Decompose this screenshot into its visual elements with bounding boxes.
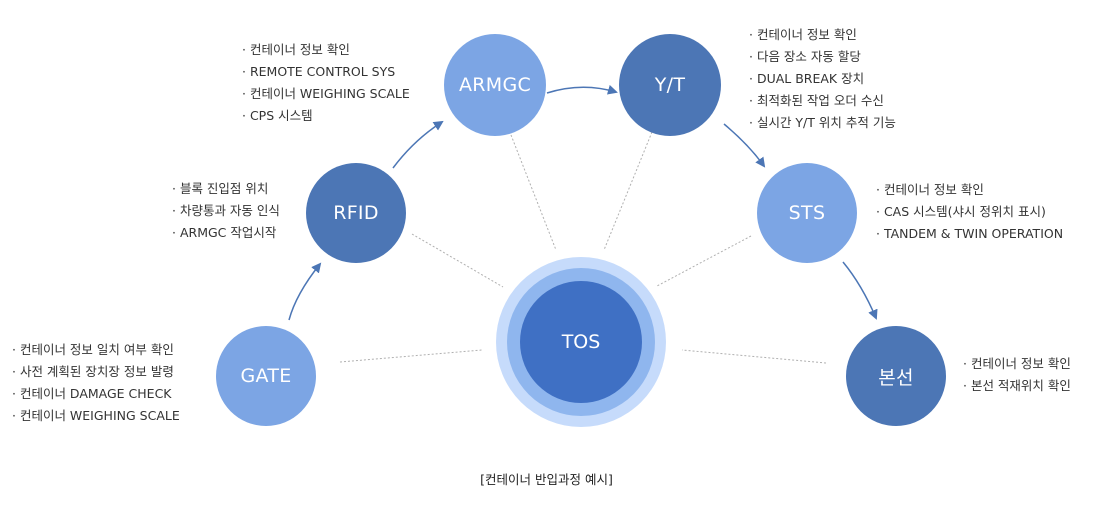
spoke-yt-tos bbox=[603, 131, 653, 251]
arrow-yt-sts bbox=[723, 123, 766, 168]
list-item: 다음 장소 자동 할당 bbox=[749, 46, 896, 68]
list-item: 컨테이너 DAMAGE CHECK bbox=[12, 383, 180, 405]
arrow-armgc-yt bbox=[546, 84, 618, 95]
sts-details: 컨테이너 정보 확인 CAS 시스템(샤시 정위치 표시) TANDEM & T… bbox=[876, 179, 1063, 245]
list-item: 컨테이너 정보 확인 bbox=[749, 24, 896, 46]
list-item: CPS 시스템 bbox=[242, 105, 410, 127]
node-tos-label: TOS bbox=[561, 331, 601, 353]
armgc-details: 컨테이너 정보 확인 REMOTE CONTROL SYS 컨테이너 WEIGH… bbox=[242, 39, 410, 127]
node-rfid-label: RFID bbox=[333, 202, 379, 224]
list-item: 본선 적재위치 확인 bbox=[963, 375, 1071, 397]
list-item: 컨테이너 정보 확인 bbox=[242, 39, 410, 61]
spoke-armgc-tos bbox=[510, 134, 557, 251]
node-armgc-label: ARMGC bbox=[458, 74, 532, 96]
list-item: 블록 진입점 위치 bbox=[172, 178, 280, 200]
spoke-gate-tos bbox=[339, 349, 483, 363]
list-item: ARMGC 작업시작 bbox=[172, 222, 280, 244]
list-item: DUAL BREAK 장치 bbox=[749, 68, 896, 90]
node-gate-label: GATE bbox=[240, 365, 292, 387]
node-bonseon-label: 본선 bbox=[878, 366, 914, 389]
list-item: 최적화된 작업 오더 수신 bbox=[749, 90, 896, 112]
list-item: 차량통과 자동 인식 bbox=[172, 200, 280, 222]
spoke-rfid-tos bbox=[411, 233, 504, 288]
list-item: 컨테이너 정보 확인 bbox=[963, 353, 1071, 375]
node-yt-label: Y/T bbox=[654, 74, 686, 96]
diagram-caption: [컨테이너 반입과정 예시] bbox=[480, 472, 613, 487]
node-sts: STS bbox=[757, 163, 857, 263]
list-item: CAS 시스템(샤시 정위치 표시) bbox=[876, 201, 1063, 223]
node-yt: Y/T bbox=[619, 34, 721, 136]
rfid-details: 블록 진입점 위치 차량통과 자동 인식 ARMGC 작업시작 bbox=[172, 178, 280, 244]
yt-details: 컨테이너 정보 확인 다음 장소 자동 할당 DUAL BREAK 장치 최적화… bbox=[749, 24, 896, 134]
list-item: TANDEM & TWIN OPERATION bbox=[876, 223, 1063, 245]
spoke-bonseon-tos bbox=[681, 349, 827, 364]
node-rfid: RFID bbox=[306, 163, 406, 263]
arrow-rfid-armgc bbox=[392, 120, 444, 169]
list-item: 컨테이너 정보 일치 여부 확인 bbox=[12, 339, 180, 361]
list-item: 컨테이너 WEIGHING SCALE bbox=[242, 83, 410, 105]
node-armgc: ARMGC bbox=[444, 34, 546, 136]
node-bonseon: 본선 bbox=[846, 326, 946, 426]
bonseon-details: 컨테이너 정보 확인 본선 적재위치 확인 bbox=[963, 353, 1071, 397]
list-item: 컨테이너 정보 확인 bbox=[876, 179, 1063, 201]
node-gate: GATE bbox=[216, 326, 316, 426]
spoke-sts-tos bbox=[656, 235, 752, 287]
node-sts-label: STS bbox=[788, 202, 826, 224]
list-item: REMOTE CONTROL SYS bbox=[242, 61, 410, 83]
list-item: 사전 계획된 장치장 정보 발령 bbox=[12, 361, 180, 383]
list-item: 컨테이너 WEIGHING SCALE bbox=[12, 405, 180, 427]
list-item: 실시간 Y/T 위치 추적 기능 bbox=[749, 112, 896, 134]
arrow-sts-bonseon bbox=[842, 261, 878, 320]
gate-details: 컨테이너 정보 일치 여부 확인 사전 계획된 장치장 정보 발령 컨테이너 D… bbox=[12, 339, 180, 427]
node-tos: TOS bbox=[520, 281, 642, 403]
arrow-gate-rfid bbox=[288, 262, 322, 321]
